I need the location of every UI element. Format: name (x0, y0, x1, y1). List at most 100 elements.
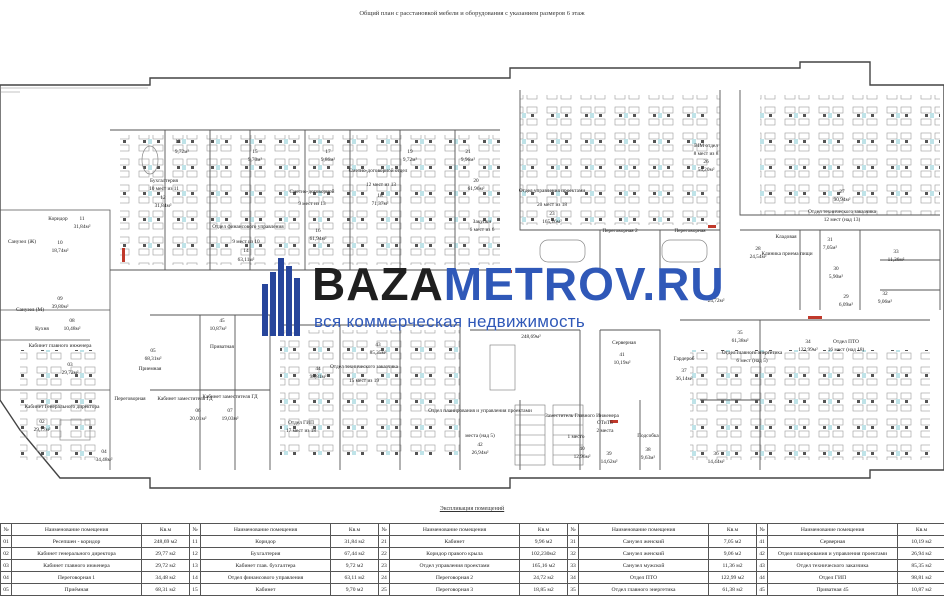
room-area-cell: 18,85 м2 (519, 583, 568, 596)
room-label: 15 (252, 149, 258, 155)
room-label: 21 (465, 149, 471, 155)
room-label: Сметно-договорной отдел (349, 167, 408, 174)
room-label: 42 (477, 442, 483, 448)
room-label: 61,38м² (732, 338, 749, 344)
room-name-cell: Переговорная 1 (11, 571, 142, 584)
room-label: 26,94м² (472, 450, 489, 456)
room-name-cell: Санузел женский (578, 547, 709, 560)
room-area-cell: 63,11 м2 (330, 571, 379, 584)
room-number-cell: 15 (189, 583, 201, 596)
room-label: 31 (827, 237, 833, 243)
legend-header-cell: № (567, 523, 579, 536)
room-label: 09 (57, 296, 63, 302)
watermark-brand: BAZAMETROV.RU (312, 260, 725, 308)
room-number-cell: 02 (0, 547, 12, 560)
room-number-cell: 05 (0, 583, 12, 596)
watermark-logo: BAZAMETROV.RU вся коммерческая недвижимо… (262, 258, 732, 338)
room-name-cell: Кабинет (389, 535, 520, 548)
room-name-cell: Серверная (767, 535, 898, 548)
room-area-cell: 7,05 м2 (708, 535, 757, 548)
room-label: Кладовая (775, 234, 797, 240)
room-label: 39,80м² (52, 304, 69, 310)
room-label: 13 (175, 139, 181, 145)
room-name-cell: Приватная 45 (767, 583, 898, 596)
room-label: Отдел главного энергетика (722, 350, 783, 356)
room-label: 23 (549, 211, 555, 217)
room-name-cell: Коридор (200, 535, 331, 548)
legend-header-cell: № (189, 523, 201, 536)
room-number-cell: 33 (567, 559, 579, 572)
room-label: 02 (39, 419, 45, 425)
room-label: 9,70м² (248, 157, 263, 163)
room-area-cell: 85,35 м2 (897, 559, 944, 572)
room-label: 10,48м² (64, 326, 81, 332)
room-label: 19 (407, 149, 413, 155)
room-number-cell: 24 (378, 571, 390, 584)
room-area-cell: 24,72 м2 (519, 571, 568, 584)
room-label: 122,99м² (798, 347, 818, 353)
room-label: 15 мест из 19 (349, 378, 379, 384)
room-label: 98,81м² (310, 374, 327, 380)
room-name-cell: Отдел технического заказчика (767, 559, 898, 572)
room-area-cell: 122,99 м2 (708, 571, 757, 584)
room-area-cell: 9,06 м2 (708, 547, 757, 560)
watermark-brand-blue: METROV.RU (443, 258, 725, 310)
legend-header-cell: Наименование помещения (200, 523, 331, 536)
room-label: 08 (69, 318, 75, 324)
room-label: Санузел (Ж) (8, 238, 36, 245)
room-number-cell: 11 (189, 535, 201, 548)
room-area-cell: 98,81 м2 (897, 571, 944, 584)
room-area-cell: 26,94 м2 (897, 547, 944, 560)
room-label: Кабинет заместителя ГД (202, 393, 258, 400)
room-area-cell: 31,84 м2 (330, 535, 379, 548)
room-number-cell: 23 (378, 559, 390, 572)
room-name-cell: Ресепшен - коридор (11, 535, 142, 548)
room-number-cell: 25 (378, 583, 390, 596)
room-label: 37 (681, 368, 687, 374)
room-name-cell: Коридор правого крыла (389, 547, 520, 560)
room-label: 20 (473, 178, 479, 184)
room-label: Отдел ПТО (833, 339, 859, 345)
legend-header-cell: Кв.м (330, 523, 379, 536)
room-area-cell: 165,16 м2 (519, 559, 568, 572)
room-name-cell: Санузел мужской (578, 559, 709, 572)
room-area-cell: 9,70 м2 (330, 583, 379, 596)
room-label: 16 мест (над 18) (828, 346, 865, 353)
room-number-cell: 34 (567, 571, 579, 584)
room-name-cell: Кабинет глав. бухгалтера (200, 559, 331, 572)
room-label: Отдел управления проектами (519, 188, 586, 194)
room-label: 61,96м² (468, 186, 485, 192)
legend-header-cell: № (378, 523, 390, 536)
room-label: 27 (839, 189, 845, 195)
watermark-brand-dark: BAZA (312, 258, 444, 310)
room-label: Коридор (48, 216, 68, 222)
room-label: 12 (160, 195, 166, 201)
legend-header-cell: Наименование помещения (767, 523, 898, 536)
room-number-cell: 21 (378, 535, 390, 548)
room-label: Кабинет главного инженера (29, 342, 93, 349)
room-name-cell: Отдел ПТО (578, 571, 709, 584)
room-number-cell: 14 (189, 571, 201, 584)
room-label: 9,72м² (403, 157, 418, 163)
room-label: 10,19м² (614, 360, 631, 366)
room-label: 29,72м² (62, 370, 79, 376)
room-label: 22 (713, 289, 719, 295)
room-label: Приватная (210, 344, 234, 350)
room-label: 43 (375, 342, 381, 348)
room-number-cell: 22 (378, 547, 390, 560)
room-number-cell: 35 (567, 583, 579, 596)
room-label: Санузел (М) (16, 306, 44, 313)
room-label: 18,74м² (52, 248, 69, 254)
room-label: 17 (325, 149, 331, 155)
room-label: 24,54м² (750, 254, 767, 260)
room-label: 5,90м² (829, 274, 844, 280)
room-name-cell: Бухгалтерия (200, 547, 331, 560)
room-label: 44 (315, 366, 321, 372)
room-label: 05 (150, 348, 156, 354)
room-number-cell: 01 (0, 535, 12, 548)
